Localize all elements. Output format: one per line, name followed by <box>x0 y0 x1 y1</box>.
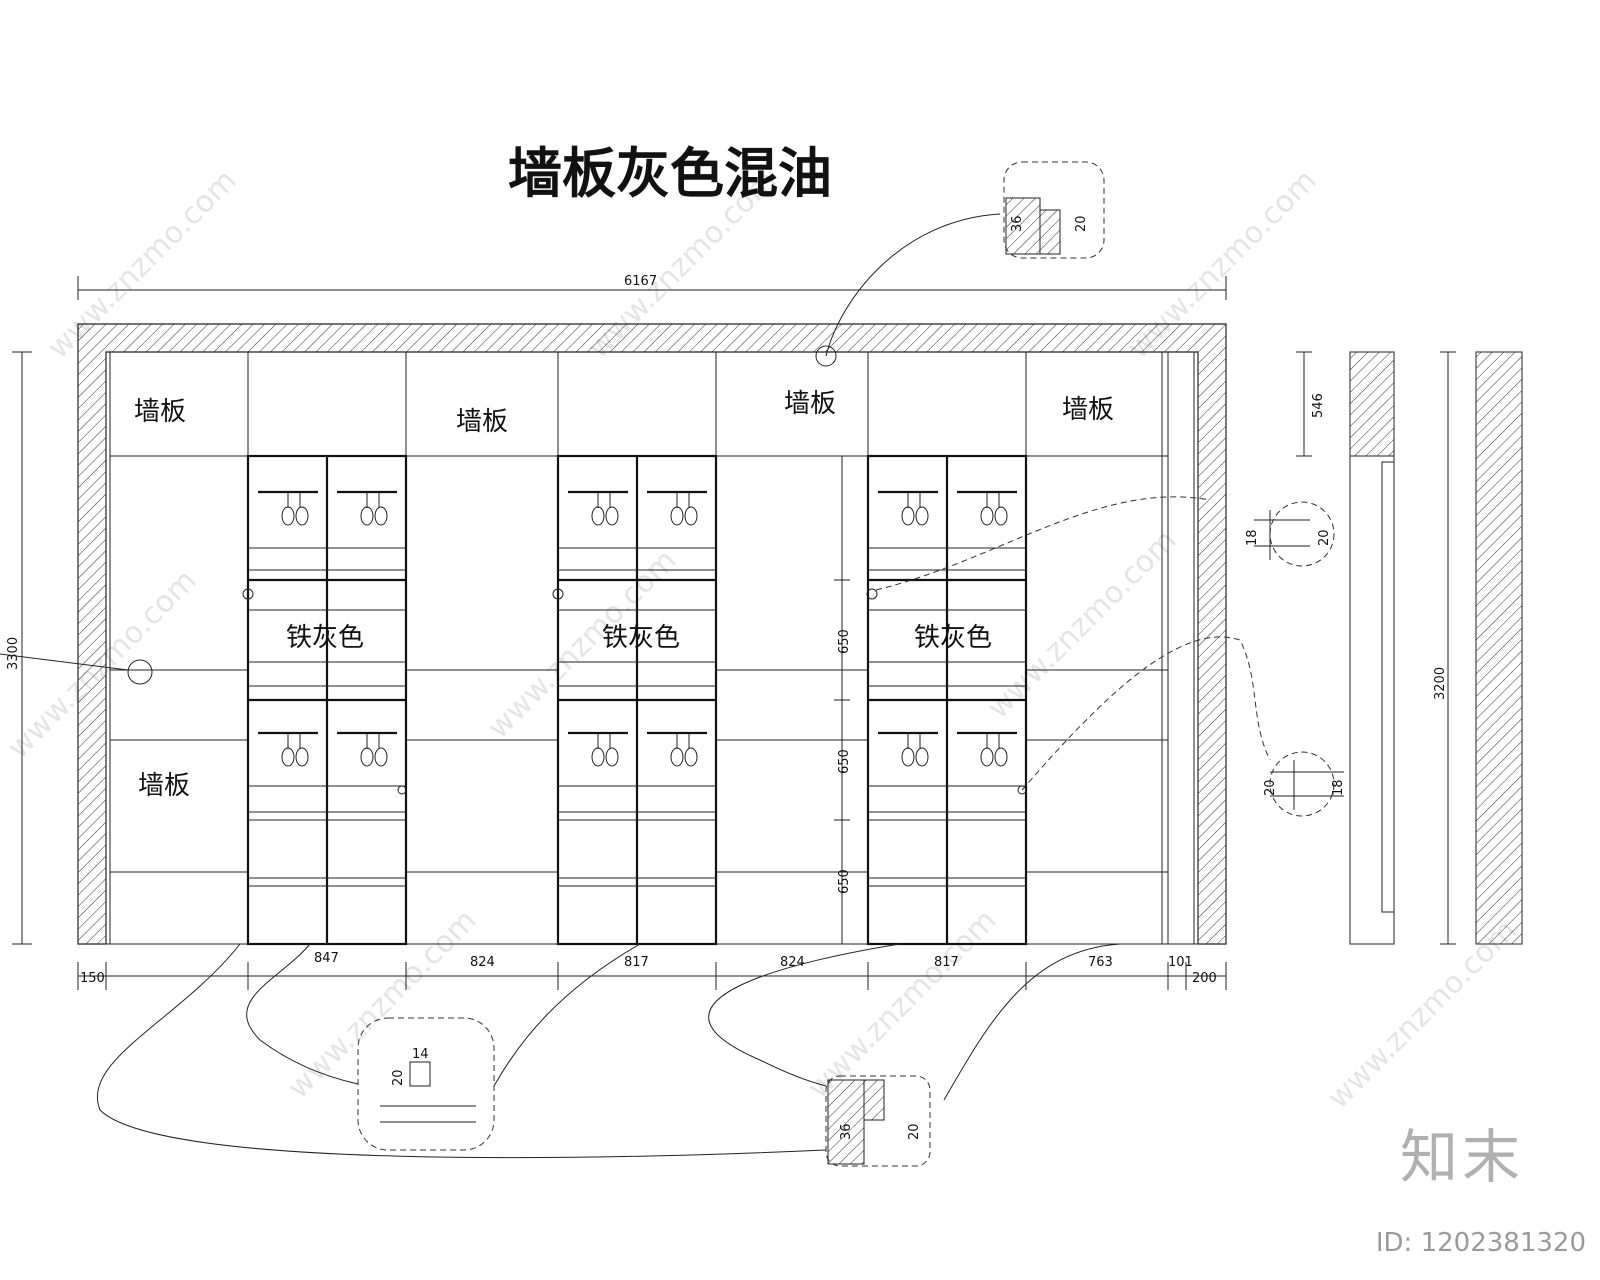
dim-label: 150 <box>80 971 105 986</box>
wine-glass-rack-icon <box>258 731 318 767</box>
wine-glass-rack-icon <box>878 490 938 526</box>
wine-glass-rack-icon <box>568 490 628 526</box>
wall-panel-label: 墙板 <box>134 397 186 427</box>
wine-glass-rack-icon <box>878 731 938 767</box>
dim-label: 20 <box>1263 779 1278 796</box>
left-connector <box>0 653 153 685</box>
wall-panel-label: 墙板 <box>1062 395 1114 425</box>
wine-glass-rack-icon <box>647 490 707 526</box>
wine-glass-rack-icon <box>337 731 397 767</box>
side-section-view: 546 3200 <box>1296 351 1523 945</box>
overall-height-dimension: 3300 <box>6 351 32 945</box>
cabinet-unit <box>242 454 408 946</box>
detail-callout-note: 14 20 <box>246 943 641 1151</box>
watermark-text: www.znzmo.com <box>281 903 484 1106</box>
wine-glass-rack-icon <box>957 731 1017 767</box>
dim-label: 650 <box>837 869 852 894</box>
dim-label: 20 <box>907 1123 922 1140</box>
dim-label: 847 <box>314 951 339 966</box>
dim-label: 36 <box>839 1123 854 1140</box>
wall-panel-label: 墙板 <box>784 389 836 419</box>
bottom-dimension-chain: 150 847 824 817 824 817 763 101 200 <box>77 951 1227 990</box>
detail-callout-bottom: 36 20 <box>97 943 1121 1167</box>
dim-label: 14 <box>412 1047 429 1062</box>
dim-label: 36 <box>1010 215 1025 232</box>
shelf-spacing-dimension: 650 650 650 <box>834 456 852 944</box>
dim-label: 824 <box>780 955 805 970</box>
dim-label: 20 <box>1074 215 1089 232</box>
dim-label: 3200 <box>1433 667 1448 700</box>
overall-width-dimension: 6167 <box>77 274 1227 300</box>
dim-label: 763 <box>1088 955 1113 970</box>
dim-label: 18 <box>1245 529 1260 546</box>
dim-label: 650 <box>837 749 852 774</box>
dim-label: 824 <box>470 955 495 970</box>
dim-label: 3300 <box>6 637 21 670</box>
wine-glass-rack-icon <box>337 490 397 526</box>
cabinet-unit <box>552 454 718 946</box>
wine-glass-rack-icon <box>957 490 1017 526</box>
watermark-text: www.znzmo.com <box>981 523 1184 726</box>
dim-label: 650 <box>837 629 852 654</box>
drawing-title: 墙板灰色混油 <box>508 142 832 205</box>
iron-gray-label: 铁灰色 <box>914 623 992 653</box>
wall-panel-label: 墙板 <box>138 771 190 801</box>
wine-glass-rack-icon <box>258 490 318 526</box>
iron-gray-label: 铁灰色 <box>602 623 680 653</box>
wine-glass-rack-icon <box>568 731 628 767</box>
dim-label: 817 <box>934 955 959 970</box>
wall-panel-label: 墙板 <box>456 407 508 437</box>
detail-callout-side: 18 20 20 18 <box>875 496 1346 817</box>
dim-label: 6167 <box>624 274 657 289</box>
dim-label: 18 <box>1331 779 1346 796</box>
document-id: ID: 1202381320 <box>1375 1228 1586 1258</box>
dim-label: 101 <box>1168 955 1193 970</box>
watermark-text: www.znzmo.com <box>801 903 1004 1106</box>
watermark-layer: www.znzmo.com www.znzmo.com www.znzmo.co… <box>1 163 1524 1116</box>
wine-glass-rack-icon <box>647 731 707 767</box>
dim-label: 20 <box>391 1069 406 1086</box>
detail-callout-top: 36 20 <box>815 161 1105 367</box>
dim-label: 200 <box>1192 971 1217 986</box>
brand-logo: 知末 <box>1399 1123 1524 1191</box>
dim-label: 817 <box>624 955 649 970</box>
iron-gray-label: 铁灰色 <box>286 623 364 653</box>
dim-label: 20 <box>1317 529 1332 546</box>
dim-label: 546 <box>1311 393 1326 418</box>
cabinet-unit <box>866 454 1028 946</box>
